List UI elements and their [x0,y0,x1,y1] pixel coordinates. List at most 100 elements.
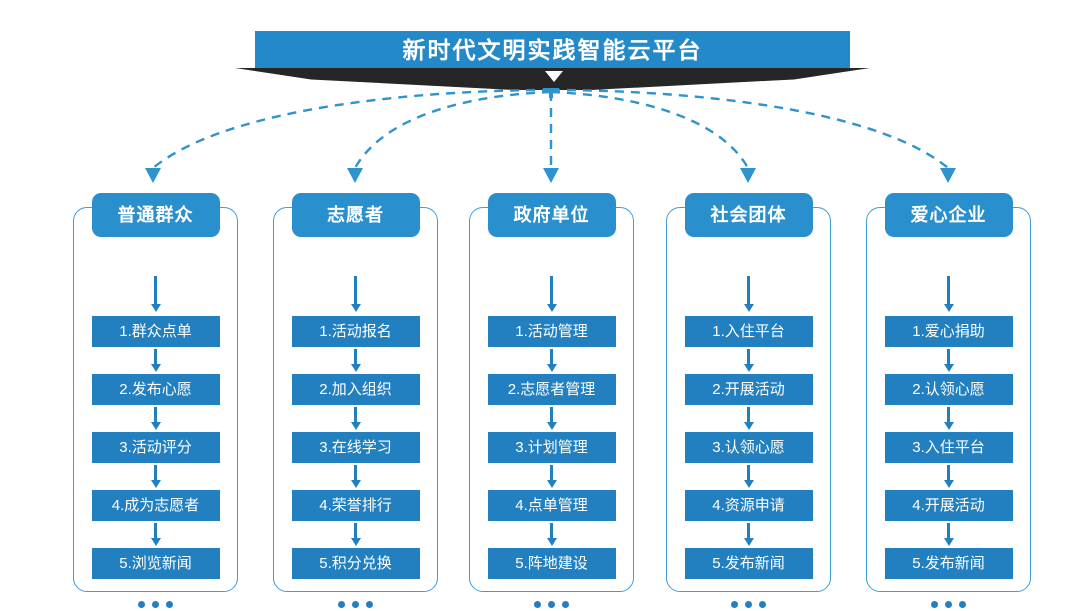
step-item[interactable]: 4.开展活动 [884,490,1013,521]
step-item[interactable]: 1.群众点单 [91,316,220,347]
page-title: 新时代文明实践智能云平台 [402,36,703,63]
arrow-down-icon [666,463,831,490]
step-item-label: 3.认领心愿 [712,439,785,456]
step-item[interactable]: 5.积分兑换 [291,548,420,579]
arrow-down-icon [866,463,1031,490]
column-header-government-unit[interactable]: 政府单位 [487,193,616,237]
step-list: 1.活动报名 2.加入组织 3.在线学习 4.荣誉排行 5.积分兑换 [273,276,438,608]
step-item[interactable]: 1.活动报名 [291,316,420,347]
chevron-down-icon [545,71,563,82]
ellipsis-dot [352,601,359,608]
more-items-ellipsis [469,601,634,608]
step-item[interactable]: 2.认领心愿 [884,374,1013,405]
column-header-label: 普通群众 [117,205,194,225]
column-header-volunteer[interactable]: 志愿者 [291,193,420,237]
arrow-down-icon [866,405,1031,432]
step-item[interactable]: 4.点单管理 [487,490,616,521]
more-items-ellipsis [73,601,238,608]
step-item-label: 2.加入组织 [319,381,392,398]
step-item[interactable]: 2.志愿者管理 [487,374,616,405]
step-item[interactable]: 5.浏览新闻 [91,548,220,579]
step-item-label: 5.阵地建设 [515,555,588,572]
step-item[interactable]: 1.入住平台 [684,316,813,347]
step-item-label: 4.开展活动 [912,497,985,514]
ellipsis-dot [959,601,966,608]
column-general-public: 普通群众 1.群众点单 2.发布心愿 3.活动评分 4.成为志愿者 5.浏览新闻 [73,193,238,608]
step-item[interactable]: 5.发布新闻 [884,548,1013,579]
arrow-down-icon [666,405,831,432]
step-item-label: 5.发布新闻 [712,555,785,572]
step-item[interactable]: 3.认领心愿 [684,432,813,463]
arrow-down-icon [273,463,438,490]
arrow-down-icon [469,463,634,490]
column-caring-enterprise: 爱心企业 1.爱心捐助 2.认领心愿 3.入住平台 4.开展活动 5.发布新闻 [866,193,1031,608]
step-item[interactable]: 2.开展活动 [684,374,813,405]
step-list: 1.活动管理 2.志愿者管理 3.计划管理 4.点单管理 5.阵地建设 [469,276,634,608]
step-item-label: 4.成为志愿者 [111,497,200,514]
arrow-down-icon [273,521,438,548]
step-item[interactable]: 4.荣誉排行 [291,490,420,521]
step-item-label: 3.活动评分 [119,439,192,456]
step-list: 1.入住平台 2.开展活动 3.认领心愿 4.资源申请 5.发布新闻 [666,276,831,608]
ellipsis-dot [945,601,952,608]
step-item[interactable]: 2.发布心愿 [91,374,220,405]
step-item[interactable]: 3.计划管理 [487,432,616,463]
column-header-caring-enterprise[interactable]: 爱心企业 [884,193,1013,237]
ellipsis-dot [759,601,766,608]
platform-title-banner: 新时代文明实践智能云平台 [255,31,850,69]
arrow-down-icon [666,276,831,316]
ellipsis-dot [152,601,159,608]
ellipsis-dot [931,601,938,608]
ellipsis-dot [166,601,173,608]
arrow-down-icon [866,276,1031,316]
ellipsis-dot [745,601,752,608]
ellipsis-dot [534,601,541,608]
ellipsis-dot [548,601,555,608]
column-volunteer: 志愿者 1.活动报名 2.加入组织 3.在线学习 4.荣誉排行 5.积分兑换 [273,193,438,608]
column-social-group: 社会团体 1.入住平台 2.开展活动 3.认领心愿 4.资源申请 5.发布新闻 [666,193,831,608]
arrow-down-icon [73,276,238,316]
more-items-ellipsis [866,601,1031,608]
column-header-social-group[interactable]: 社会团体 [684,193,813,237]
step-item[interactable]: 3.在线学习 [291,432,420,463]
arrow-down-icon [73,521,238,548]
arrow-down-icon [273,276,438,316]
arrow-down-icon [469,276,634,316]
step-list: 1.群众点单 2.发布心愿 3.活动评分 4.成为志愿者 5.浏览新闻 [73,276,238,608]
column-government-unit: 政府单位 1.活动管理 2.志愿者管理 3.计划管理 4.点单管理 5.阵地建设 [469,193,634,608]
step-item[interactable]: 1.爱心捐助 [884,316,1013,347]
ellipsis-dot [138,601,145,608]
step-item-label: 3.入住平台 [912,439,985,456]
step-item-label: 5.发布新闻 [912,555,985,572]
arrow-down-icon [273,405,438,432]
column-header-label: 政府单位 [513,205,590,225]
step-list: 1.爱心捐助 2.认领心愿 3.入住平台 4.开展活动 5.发布新闻 [866,276,1031,608]
step-item[interactable]: 3.入住平台 [884,432,1013,463]
step-item-label: 5.积分兑换 [319,555,392,572]
arrow-down-icon [73,463,238,490]
banner-background: 新时代文明实践智能云平台 [255,31,850,69]
more-items-ellipsis [273,601,438,608]
column-header-label: 爱心企业 [910,205,987,225]
ellipsis-dot [366,601,373,608]
arrow-down-icon [866,521,1031,548]
ellipsis-dot [731,601,738,608]
step-item[interactable]: 1.活动管理 [487,316,616,347]
step-item[interactable]: 5.发布新闻 [684,548,813,579]
arrow-down-icon [866,347,1031,374]
step-item[interactable]: 2.加入组织 [291,374,420,405]
step-item-label: 2.认领心愿 [912,381,985,398]
step-item[interactable]: 4.资源申请 [684,490,813,521]
step-item[interactable]: 5.阵地建设 [487,548,616,579]
arrow-down-icon [469,347,634,374]
ellipsis-dot [338,601,345,608]
step-item-label: 3.在线学习 [319,439,392,456]
step-item-label: 4.荣誉排行 [319,497,392,514]
step-item[interactable]: 4.成为志愿者 [91,490,220,521]
step-item-label: 1.活动管理 [515,323,588,340]
column-header-general-public[interactable]: 普通群众 [91,193,220,237]
step-item[interactable]: 3.活动评分 [91,432,220,463]
step-item-label: 1.活动报名 [319,323,392,340]
